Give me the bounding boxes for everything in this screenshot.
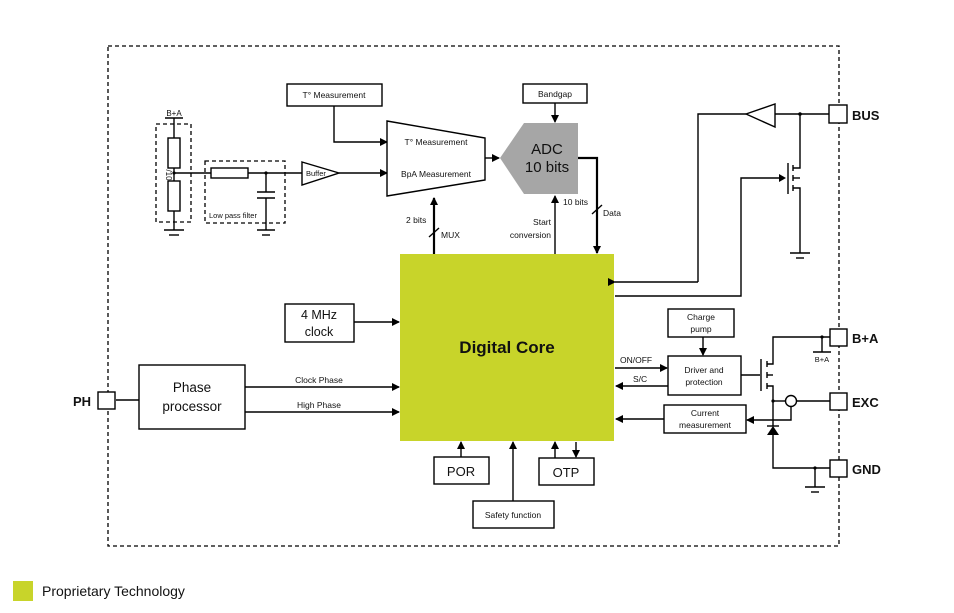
adc-label-line1: ADC bbox=[531, 141, 563, 158]
clock-phase-label: Clock Phase bbox=[295, 375, 343, 385]
temperature-measurement-block: T° Measurement bbox=[286, 83, 388, 146]
charge-pump-block: Charge pump bbox=[667, 308, 735, 356]
current-measurement-line2: measurement bbox=[679, 420, 732, 430]
divider-supply-label: B+A bbox=[166, 109, 182, 118]
low-pass-filter: Low pass filter bbox=[174, 160, 306, 236]
pin-bus: BUS bbox=[828, 104, 880, 124]
charge-pump-line1: Charge bbox=[687, 312, 715, 322]
safety-function-label: Safety function bbox=[485, 510, 542, 520]
phase-processor-block: Phase processor Clock Phase High Phase bbox=[116, 364, 400, 430]
current-measurement-block: Current measurement bbox=[615, 404, 792, 434]
start-conversion-signal: Start conversion bbox=[510, 195, 559, 254]
high-phase-label: High Phase bbox=[297, 400, 341, 410]
otp-block: OTP bbox=[538, 441, 595, 486]
por-block: POR bbox=[433, 441, 490, 485]
charge-pump-line2: pump bbox=[690, 324, 712, 334]
data-label: Data bbox=[603, 208, 621, 218]
start-label: Start bbox=[533, 217, 552, 227]
adc-block: ADC 10 bits bbox=[500, 123, 578, 194]
buffer-label: Buffer bbox=[306, 169, 326, 178]
clock-label-line2: clock bbox=[305, 325, 334, 339]
temperature-measurement-label: T° Measurement bbox=[303, 90, 367, 100]
driver-line2: protection bbox=[685, 377, 723, 387]
low-pass-filter-label: Low pass filter bbox=[209, 211, 257, 220]
digital-core bbox=[400, 254, 614, 441]
resistor-divider: B+A /10 bbox=[155, 109, 192, 236]
pin-gnd-label: GND bbox=[852, 462, 881, 477]
pin-ba-label: B+A bbox=[852, 331, 879, 346]
mux-select-bus: 2 bits MUX bbox=[406, 197, 460, 254]
pin-bus-label: BUS bbox=[852, 108, 880, 123]
adc-data-bus: 10 bits Data bbox=[563, 156, 621, 254]
legend-swatch bbox=[13, 581, 33, 601]
ba-small-label: B+A bbox=[815, 355, 829, 364]
pin-exc: EXC bbox=[829, 392, 879, 411]
pin-exc-label: EXC bbox=[852, 395, 879, 410]
mux-bits-label: 2 bits bbox=[406, 215, 426, 225]
digital-core-label: Digital Core bbox=[459, 338, 554, 357]
divider-ratio-label: /10 bbox=[164, 169, 173, 181]
pin-gnd: GND bbox=[829, 459, 881, 478]
otp-label: OTP bbox=[553, 465, 580, 480]
current-measurement-line1: Current bbox=[691, 408, 720, 418]
mux-input-temp-label: T° Measurement bbox=[405, 137, 469, 147]
conversion-label: conversion bbox=[510, 230, 551, 240]
buffer: Buffer bbox=[301, 161, 388, 186]
bandgap-block: Bandgap bbox=[522, 83, 588, 123]
safety-function-block: Safety function bbox=[472, 441, 555, 529]
bandgap-label: Bandgap bbox=[538, 89, 572, 99]
legend-label: Proprietary Technology bbox=[42, 583, 185, 599]
chip-boundary bbox=[107, 45, 840, 547]
pin-ph-label: PH bbox=[73, 394, 91, 409]
bus-interface bbox=[608, 103, 830, 297]
pin-ba: B+A bbox=[829, 328, 879, 347]
adc-label-line2: 10 bits bbox=[525, 159, 569, 176]
clock-label-line1: 4 MHz bbox=[301, 308, 337, 322]
mux-label: MUX bbox=[441, 230, 460, 240]
driver-protection-block: Driver and protection ON/OFF S/C bbox=[615, 355, 760, 396]
sc-label: S/C bbox=[633, 374, 647, 384]
mux-input-bpa-label: BpA Measurement bbox=[401, 169, 472, 179]
driver-line1: Driver and bbox=[684, 365, 723, 375]
adc-bits-label: 10 bits bbox=[563, 197, 588, 207]
mux-block: T° Measurement BpA Measurement bbox=[386, 120, 500, 197]
phase-processor-line1: Phase bbox=[173, 380, 211, 395]
clock-block: 4 MHz clock bbox=[284, 303, 400, 343]
pin-ph: PH bbox=[73, 391, 116, 410]
power-switch: B+A bbox=[760, 335, 831, 493]
phase-processor-line2: processor bbox=[162, 399, 222, 414]
legend: Proprietary Technology bbox=[13, 581, 185, 601]
por-label: POR bbox=[447, 464, 475, 479]
on-off-label: ON/OFF bbox=[620, 355, 652, 365]
